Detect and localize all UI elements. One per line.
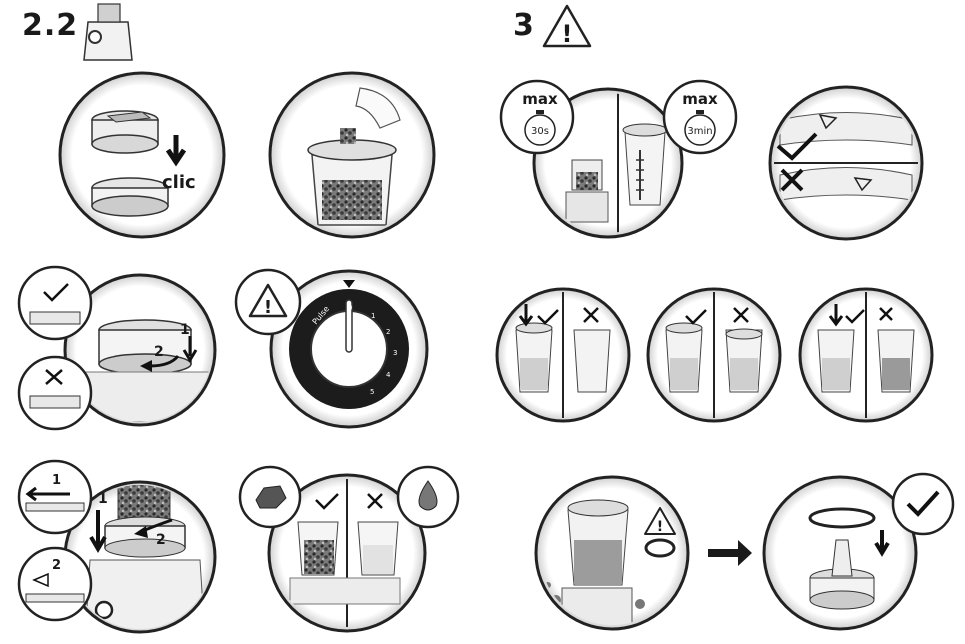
cross-icon: [780, 168, 804, 192]
dial-pos-3: 3: [393, 349, 397, 357]
step-2-label: 2: [154, 344, 164, 360]
warning-mark: !: [657, 519, 663, 535]
check-icon: [776, 132, 818, 161]
timer-30s-inset: [499, 79, 575, 155]
panel-lid-seated: [646, 287, 782, 423]
cross-icon: [733, 307, 749, 323]
time-3min-label: 3min: [687, 126, 712, 137]
step-1-label: 1: [180, 322, 190, 338]
panel-lock-ring: 1 2: [17, 265, 217, 431]
panel-lid-required: [495, 287, 631, 423]
dial-warning-inset: !: [234, 268, 302, 336]
solid-food-inset: [238, 465, 302, 529]
check-icon: [315, 493, 339, 510]
panel-seal-leak: !: [534, 475, 752, 631]
step-2-label: 2: [156, 532, 166, 548]
cross-icon: [583, 307, 599, 323]
dial-pos-2: 2: [386, 328, 390, 336]
warning-icon: [248, 283, 288, 318]
inset-step-2: [17, 546, 93, 622]
inset-correct: [17, 265, 93, 341]
panel-speed-dial: Pulse 0 1 2 3 4 5 !: [234, 268, 429, 429]
section-number-3: 3: [513, 8, 535, 43]
inset-step-1-label: 1: [52, 473, 61, 488]
panel-seal-fitted: [762, 472, 955, 631]
dial-pos-1: 1: [371, 312, 375, 320]
panel-blade-assembly: clic: [58, 71, 226, 239]
panel-add-herbs: [268, 71, 436, 239]
check-icon: [43, 283, 69, 302]
max-label: max: [682, 90, 718, 108]
drop-icon: [418, 480, 438, 511]
time-30s-label: 30s: [531, 126, 549, 137]
blender-base-icon: [83, 3, 133, 61]
panel-max-duration: max 30s max 3min: [499, 79, 738, 239]
inset-step-1: [17, 459, 93, 535]
rock-icon: [255, 485, 287, 509]
timer-3min-inset: [662, 79, 738, 155]
max-label: max: [522, 90, 558, 108]
inset-wrong: [17, 355, 93, 431]
panel-lid-alignment: [768, 85, 924, 241]
seal-ring: [644, 538, 676, 558]
cross-icon: [367, 493, 383, 509]
stopwatch-icon: [524, 114, 556, 146]
arrow-right-icon: [708, 540, 752, 566]
dial-pos-4: 4: [386, 371, 391, 379]
panel-cap-hot-liquid: [798, 287, 934, 423]
check-inset: [891, 472, 955, 536]
warning-mark: !: [562, 20, 573, 48]
cross-icon: [879, 307, 893, 321]
check-icon: [685, 309, 707, 325]
cross-icon: [45, 369, 63, 385]
panel-solid-vs-liquid: [238, 465, 460, 633]
panel-mount-on-base: 1 2 1 2: [17, 459, 217, 634]
check-icon: [845, 309, 865, 324]
warning-icon: !: [542, 4, 592, 48]
check-icon: [906, 490, 940, 517]
step-1-label: 1: [98, 491, 108, 507]
dial-pos-0: 0: [348, 304, 352, 312]
inset-step-2-label: 2: [52, 558, 61, 573]
liquid-inset: [396, 465, 460, 529]
stopwatch-icon: [684, 114, 716, 146]
section-number-2-2: 2.2: [22, 8, 79, 43]
warning-icon: [644, 507, 676, 535]
warning-mark: !: [264, 297, 272, 318]
clic-label: clic: [162, 172, 196, 193]
dial-pos-5: 5: [370, 388, 374, 396]
check-icon: [537, 309, 559, 325]
